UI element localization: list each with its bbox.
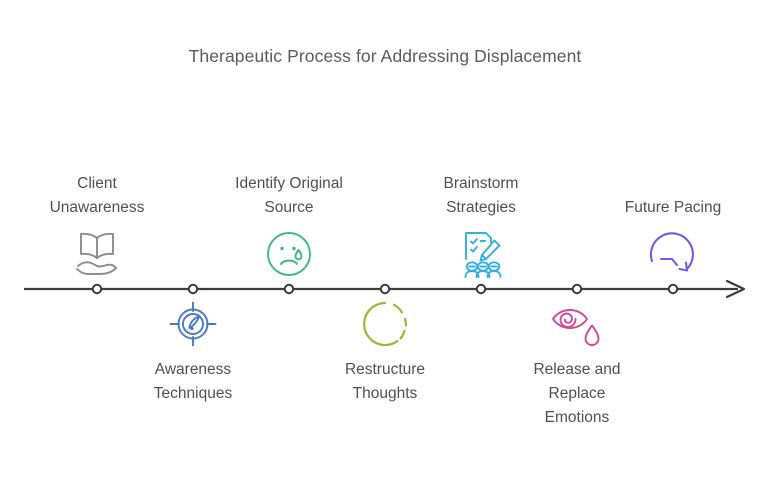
axis-node (667, 283, 679, 295)
page-title: Therapeutic Process for Addressing Displ… (188, 46, 582, 66)
step-label: Identify Original Source (235, 175, 343, 216)
step-label: Release and Replace Emotions (533, 361, 621, 426)
axis-node (379, 283, 391, 295)
step-label: Future Pacing (624, 199, 722, 216)
book-on-hand-icon (66, 226, 128, 282)
axis-node (475, 283, 487, 295)
step-label: Restructure Thoughts (344, 361, 426, 402)
axis-arrow-head (725, 279, 746, 299)
timeline-step-restructure-thoughts[interactable]: Restructure Thoughts (300, 296, 470, 406)
sad-face-tear-icon (258, 226, 320, 282)
checklist-people-icon (450, 226, 512, 282)
axis-node-group (91, 283, 679, 295)
timeline-step-identify-original-source[interactable]: Identify Original Source (204, 172, 374, 282)
compass-target-icon (162, 296, 224, 352)
step-label: Awareness Techniques (153, 361, 233, 402)
timeline-step-future-pacing[interactable]: Future Pacing (588, 196, 758, 282)
axis-node (283, 283, 295, 295)
timeline-step-awareness-techniques[interactable]: Awareness Techniques (108, 296, 278, 406)
eye-tear-icon (546, 296, 608, 352)
step-label: Client Unawareness (49, 175, 145, 216)
curved-arrow-clock-icon (642, 226, 704, 282)
dashed-circle-icon (354, 296, 416, 352)
axis-node (571, 283, 583, 295)
timeline-step-client-unawareness[interactable]: Client Unawareness (12, 172, 182, 282)
axis-node (187, 283, 199, 295)
timeline-step-brainstorm-strategies[interactable]: Brainstorm Strategies (396, 172, 566, 282)
axis-node (91, 283, 103, 295)
timeline-step-release-replace-emotions[interactable]: Release and Replace Emotions (492, 296, 662, 430)
step-label: Brainstorm Strategies (443, 175, 519, 216)
